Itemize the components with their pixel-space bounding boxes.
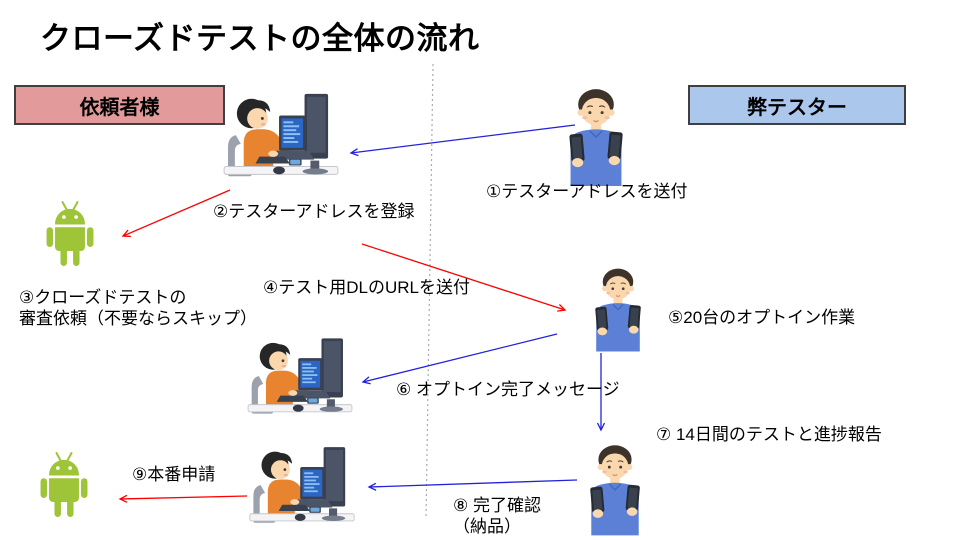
tester-phones-person-illustration-top <box>556 80 636 188</box>
arrow-step9 <box>118 494 248 503</box>
client-pc-person-illustration-bottom <box>248 441 356 537</box>
arrow-step6 <box>361 333 558 385</box>
step2-label: ②テスターアドレスを登録 <box>213 202 415 221</box>
tester-header-box: 弊テスター <box>688 85 906 125</box>
step9-label: ⑨本番申請 <box>132 465 216 484</box>
tester-header-label: 弊テスター <box>747 96 847 119</box>
client-pc-person-illustration-middle <box>246 333 354 427</box>
client-pc-person-illustration-top <box>222 88 340 191</box>
client-header-label: 依頼者様 <box>79 96 160 119</box>
android-robot-icon-bottom <box>30 438 98 528</box>
step8-label: ⑧ 完了確認 （納品） <box>453 496 541 536</box>
tester-phones-person-illustration-middle <box>584 260 652 354</box>
step1-label: ①テスターアドレスを送付 <box>486 182 688 201</box>
client-header-box: 依頼者様 <box>14 85 225 125</box>
arrow-step8 <box>367 479 578 491</box>
page-title: クローズドテストの全体の流れ <box>40 21 480 56</box>
step5-label: ⑤20台のオプトイン作業 <box>668 308 856 327</box>
arrow-step1 <box>349 124 576 157</box>
step3-label: ③クローズドテストの 審査依頼（不要ならスキップ） <box>19 288 257 328</box>
step7-label: ⑦ 14日間のテストと進捗報告 <box>656 425 882 444</box>
step6-label: ⑥ オプトイン完了メッセージ <box>396 380 620 399</box>
android-robot-icon-top <box>36 188 104 276</box>
tester-phones-person-illustration-bottom <box>578 436 652 538</box>
step4-label: ④テスト用DLのURLを送付 <box>263 278 470 297</box>
